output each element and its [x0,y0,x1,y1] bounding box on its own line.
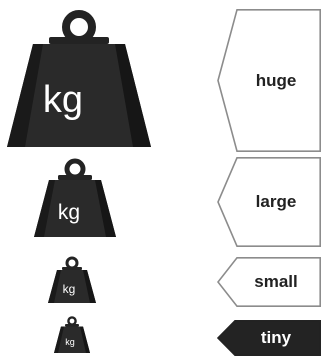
weight-unit-label: kg [58,201,80,224]
weight-tiny-icon: kg [54,316,90,353]
size-tag-tiny[interactable]: tiny [217,320,321,356]
weight-large-icon: kg [34,158,116,237]
tag-label: small [254,272,298,291]
weight-unit-label: kg [43,79,83,121]
tag-shape [217,320,321,356]
tag-shape [217,257,321,307]
weight-huge-icon: kg [7,10,151,147]
tag-shape [217,157,321,247]
weight-unit-label: kg [65,337,75,347]
size-tag-huge[interactable]: huge [217,9,321,152]
tag-label: tiny [260,328,292,347]
size-tag-small[interactable]: small [217,257,321,307]
size-tag-large[interactable]: large [217,157,321,247]
weight-small-icon: kg [48,256,96,303]
tag-shape [217,9,321,152]
tag-label: large [255,192,297,211]
weight-ring [62,10,96,44]
tag-label: huge [255,70,297,90]
weight-unit-label: kg [63,282,76,296]
